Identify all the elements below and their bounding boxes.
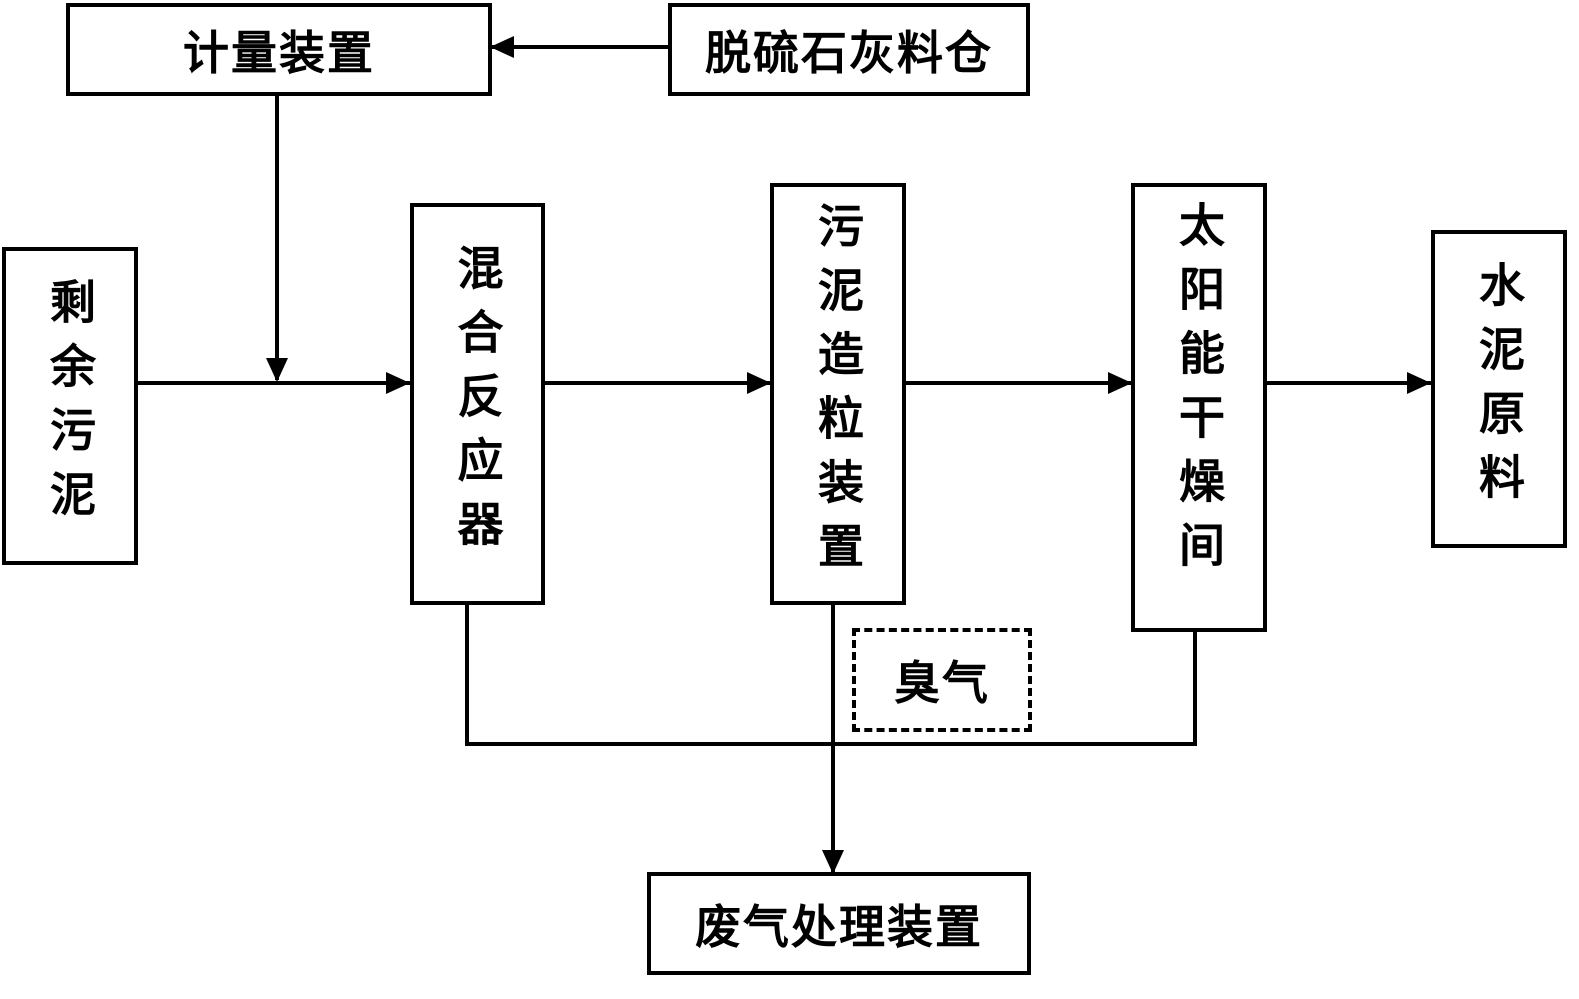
arrowhead-metering [490,36,514,58]
arrowhead-granulator [747,372,771,394]
cement-material-label: 水泥原料 [1472,261,1526,517]
cement-material-box: 水泥原料 [1431,230,1567,548]
solar-dryer-box: 太阳能干燥间 [1131,183,1267,632]
solar-dryer-label: 太阳能干燥间 [1172,201,1226,585]
lime-silo-box: 脱硫石灰料仓 [668,3,1030,96]
mixing-reactor-label: 混合反应器 [450,244,505,564]
odor-box: 臭气 [852,628,1032,732]
arrowhead-dryer [1108,372,1132,394]
waste-gas-treatment-box: 废气处理装置 [647,872,1031,975]
residual-sludge-label: 剩余污泥 [43,278,97,534]
mixing-reactor-box: 混合反应器 [410,203,545,605]
metering-device-label: 计量装置 [183,25,375,80]
residual-sludge-box: 剩余污泥 [2,247,138,565]
lime-silo-label: 脱硫石灰料仓 [705,25,993,80]
arrowhead-cement [1407,372,1431,394]
metering-device-box: 计量装置 [66,3,492,96]
waste-gas-treatment-label: 废气处理装置 [695,899,983,954]
arrowhead-reactor [386,372,410,394]
arrowhead-metering-junction [266,358,288,382]
granulator-box: 污泥造粒装置 [770,183,906,605]
odor-label: 臭气 [894,656,990,710]
arrowhead-waste-gas [822,850,844,874]
granulator-label: 污泥造粒装置 [811,202,865,586]
